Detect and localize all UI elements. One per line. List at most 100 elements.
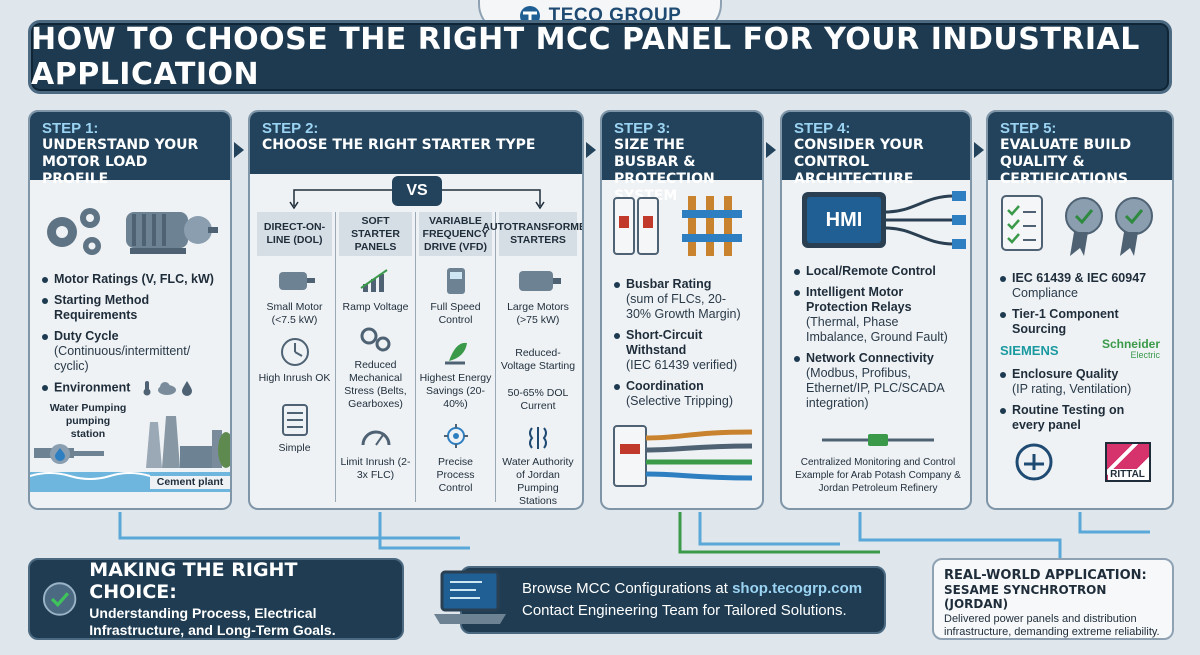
vfd-column: VARIABLE FREQUENCY DRIVE (VFD) Full Spee… — [416, 212, 496, 502]
making-right-choice-panel: MAKING THE RIGHT CHOICE: Understanding P… — [28, 558, 404, 640]
dol-header: DIRECT-ON-LINE (DOL) — [257, 212, 332, 256]
checklist-icon — [282, 404, 308, 436]
list-item: Coordination(Selective Tripping) — [614, 379, 750, 409]
rw-title-2: SESAME SYNCHROTRON (JORDAN) — [944, 583, 1107, 611]
list-item: Environment — [42, 380, 218, 396]
step-1-title-line: MOTOR LOAD PROFILE — [42, 154, 148, 187]
certification-badges-icon — [1001, 195, 1153, 256]
step-1-title-line: UNDERSTAND YOUR — [42, 137, 199, 153]
cement-plant-caption: Cement plant — [150, 476, 230, 489]
ramp-chart-icon — [360, 269, 388, 292]
hmi-label: HMI — [807, 197, 881, 243]
transformer-symbol-icon — [529, 427, 547, 449]
autotransformer-item: Water Authority of Jordan Pumping Statio… — [502, 456, 574, 507]
starter-columns: DIRECT-ON-LINE (DOL) Small Motor (<7.5 k… — [254, 212, 582, 507]
step-1-card: STEP 1: UNDERSTAND YOUR MOTOR LOAD PROFI… — [28, 110, 232, 510]
soft-starter-item: Reduced Mechanical Stress (Belts, Gearbo… — [344, 359, 407, 410]
step-5-title-line: QUALITY & CERTIFICATIONS — [1000, 154, 1129, 187]
schneider-logo: Schneider Electric — [1101, 337, 1160, 360]
step-3-title-line: SIZE THE BUSBAR & — [614, 137, 696, 170]
soft-starter-column: SOFT STARTER PANELS Ramp Voltage Reduced… — [336, 212, 416, 502]
step-3-card: STEP 3: SIZE THE BUSBAR & PROTECTION SYS… — [600, 110, 764, 510]
breakers-busbar-icon — [613, 196, 742, 256]
quality-logos: RITTAL — [988, 442, 1172, 482]
list-item: Motor Ratings (V, FLC, kW) — [42, 272, 218, 287]
breaker-wiring-icon — [613, 425, 753, 487]
step-5-label: STEP 5: — [1000, 120, 1057, 137]
step-4-title-line: CONTROL ARCHITECTURE — [794, 154, 914, 187]
step-5-title-line: EVALUATE BUILD — [1000, 137, 1132, 153]
vfd-item: Precise Process Control — [436, 456, 475, 494]
step-3-bullets: Busbar Rating(sum of FLCs, 20-30% Growth… — [602, 277, 762, 409]
choice-title: MAKING THE RIGHT CHOICE: — [89, 559, 298, 603]
rittal-logo: RITTAL — [1104, 442, 1151, 482]
step-2-title-line: CHOOSE THE RIGHT STARTER TYPE — [262, 137, 536, 153]
hmi-screen: HMI — [802, 192, 886, 248]
vfd-item: Full Speed Control — [430, 301, 481, 326]
step-1-label: STEP 1: — [42, 120, 99, 137]
browse-panel: Browse MCC Configurations at shop.tecogr… — [460, 566, 886, 634]
vfd-header: VARIABLE FREQUENCY DRIVE (VFD) — [419, 212, 492, 256]
list-item: Local/Remote Control — [794, 264, 958, 279]
browse-line: Browse MCC Configurations at shop.tecogr… — [522, 580, 863, 597]
step-4-bullets: Local/Remote Control Intelligent Motor P… — [782, 264, 970, 411]
step-1-scene: Water Pumping pumping station Cement pla… — [30, 402, 230, 492]
list-item: Enclosure Quality(IP rating, Ventilation… — [1000, 367, 1160, 397]
step-4-title-line: CONSIDER YOUR — [794, 137, 924, 153]
dol-item: Small Motor (<7.5 kW) — [266, 301, 323, 326]
rw-title-1: REAL-WORLD APPLICATION: — [944, 568, 1147, 583]
step-arrow — [974, 142, 984, 158]
step-4-card: STEP 4: CONSIDER YOUR CONTROL ARCHITECTU… — [780, 110, 972, 510]
large-motor-icon — [519, 271, 561, 291]
soft-starter-header: SOFT STARTER PANELS — [339, 212, 412, 256]
step-1-bullets: Motor Ratings (V, FLC, kW) Starting Meth… — [30, 272, 230, 396]
small-motor-icon — [279, 272, 315, 290]
soft-starter-item: Limit Inrush (2-3x FLC) — [340, 456, 411, 481]
step-2-header: STEP 2: CHOOSE THE RIGHT STARTER TYPE — [250, 112, 582, 174]
list-item: Intelligent Motor Protection Relays(Ther… — [794, 285, 958, 345]
step-3-label: STEP 3: — [614, 120, 671, 137]
gears-icon — [47, 208, 101, 255]
list-item: Duty Cycle(Continuous/intermittent/ cycl… — [42, 329, 218, 374]
component-logos: SIEMENS Schneider Electric — [1000, 337, 1160, 361]
step-5-card: STEP 5: EVALUATE BUILD QUALITY & CERTIFI… — [986, 110, 1174, 510]
testing-seal-icon — [1015, 443, 1052, 481]
process-target-icon — [444, 424, 468, 448]
dol-item: Simple — [278, 442, 311, 454]
real-world-application-panel: REAL-WORLD APPLICATION: SESAME SYNCHROTR… — [932, 558, 1174, 640]
gauge-icon — [281, 338, 309, 366]
choice-subtitle: Understanding Process, Electrical Infras… — [89, 605, 336, 638]
dol-column: DIRECT-ON-LINE (DOL) Small Motor (<7.5 k… — [254, 212, 336, 502]
water-pumping-caption: Water Pumping pumping station — [49, 402, 127, 440]
autotransformer-header: AUTOTRANSFORMER STARTERS — [482, 212, 582, 256]
shop-link[interactable]: shop.tecogrp.com — [732, 580, 863, 597]
autotransformer-column: AUTOTRANSFORMER STARTERS Large Motors (>… — [482, 212, 582, 507]
step-arrow — [766, 142, 776, 158]
circuit-connector-lines — [118, 512, 1150, 558]
network-cables-icon — [885, 191, 966, 249]
list-item: Routine Testing on every panel — [1000, 403, 1160, 433]
step-5-header: STEP 5: EVALUATE BUILD QUALITY & CERTIFI… — [988, 112, 1172, 187]
vfd-item: Highest Energy Savings (20-40%) — [419, 372, 492, 410]
step-4-label: STEP 4: — [794, 120, 851, 137]
checkmark-circle-icon — [42, 582, 77, 616]
page-title: HOW TO CHOOSE THE RIGHT MCC PANEL FOR YO… — [31, 22, 1140, 92]
electric-motor-icon — [126, 212, 218, 254]
step-2-card: STEP 2: CHOOSE THE RIGHT STARTER TYPE VS… — [248, 110, 584, 510]
list-item: Network Connectivity(Modbus, Profibus, E… — [794, 351, 958, 411]
autotransformer-item: Large Motors (>75 kW) — [507, 301, 569, 326]
autotransformer-item: Reduced-Voltage Starting — [500, 347, 576, 372]
hmi-illustration: HMI — [782, 180, 970, 264]
list-item: Starting Method Requirements — [42, 293, 218, 323]
step-4-header: STEP 4: CONSIDER YOUR CONTROL ARCHITECTU… — [782, 112, 970, 187]
rw-subtitle: Delivered power panels and distribution … — [944, 613, 1160, 638]
dol-item: High Inrush OK — [258, 372, 331, 384]
laptop-icon — [434, 570, 506, 624]
contact-line: Contact Engineering Team for Tailored So… — [522, 602, 847, 619]
step-2-label: STEP 2: — [262, 120, 319, 137]
autotransformer-item: 50-65% DOL Current — [507, 387, 569, 412]
vs-badge: VS — [392, 176, 442, 206]
list-item: Busbar Rating(sum of FLCs, 20-30% Growth… — [614, 277, 750, 322]
water-drop-icon — [181, 381, 192, 396]
